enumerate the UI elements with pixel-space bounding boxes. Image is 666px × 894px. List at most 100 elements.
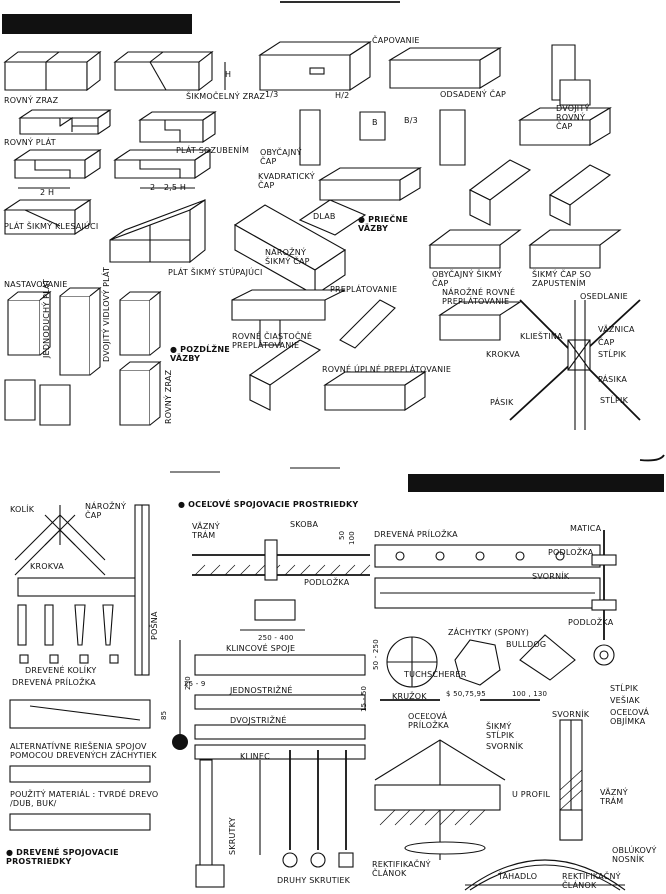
label-kliestina: KLIEŠTINA (520, 332, 563, 341)
label-matica: MATICA (570, 524, 602, 533)
label-pozdlzne-vazby: ● POZDĹŽNE VÄZBY (170, 345, 230, 363)
label-sikmy-cap-so-zapustenim: ŠIKMÝ ČAP SO ZAPUSTENÍM (532, 270, 592, 288)
label-sikmy-stlpik: ŠIKMÝ STĹPIK (486, 722, 515, 740)
label-tahadlo: ŤAHADLO (498, 872, 538, 881)
label-alternativne-riesenia: ALTERNATÍVNE RIEŠENIA SPOJOV POMOCOU DRE… (10, 742, 157, 760)
label-drevena-prilozka: DREVENÁ PRÍLOŽKA (12, 678, 96, 687)
label-zachytky-spony: ZÁCHYTKY (SPONY) (448, 628, 530, 637)
label-dvojstrizne: DVOJSTRIŽNÉ (230, 716, 287, 725)
label-jednostrizne: JEDNOSTRIŽNÉ (230, 686, 293, 695)
dim-50-250: 50 - 250 (372, 639, 380, 670)
label-osedlanie: OSEDLANIE (580, 292, 628, 301)
label-skoba: SKOBA (290, 520, 319, 529)
dim-100: 100 (348, 531, 356, 545)
label-kolik: KOLÍK (10, 505, 35, 514)
lap-2-2.5h (113, 148, 212, 189)
splicing-posts (4, 286, 162, 426)
label-plat-sikmy-stupajuci: PLÁT ŠIKMÝ STÚPAJÚCI (168, 268, 263, 277)
straight-lap-joint (18, 109, 112, 135)
dim-b: b (372, 118, 378, 127)
label-podlozka-right: PODLOŽKA (548, 548, 594, 557)
label-rovny-zraz: ROVNÝ ZRAZ (4, 96, 59, 105)
label-preplatovanie: PREPLÁTOVANIE (330, 285, 398, 294)
label-drevene-koliky: DREVENÉ KOLÍKY (25, 666, 97, 675)
label-skrutky: SKRUTKY (228, 817, 237, 855)
label-pouzity-material: POUŽITÝ MATERIÁL : TVRDÉ DREVO /DUB, BUK… (10, 790, 159, 808)
halving-joints (231, 289, 522, 412)
label-kvadraticky-cap: KVADRATICKÝ ČAP (258, 172, 315, 190)
sloped-lap-ascending (109, 198, 206, 264)
dim-1-3: 1/3 (265, 90, 279, 99)
label-rektifikacny-clanok: REKTIFIKAČNÝ ČLÁNOK (372, 860, 431, 878)
top-title-bar (2, 14, 192, 34)
label-podlozka-mid: PODLOŽKA (304, 578, 350, 587)
tenon-joints (258, 40, 612, 226)
label-dvojity-rovny-cap: DVOJITÝ ROVNÝ ČAP (556, 104, 590, 131)
steel-connectors-drawing (192, 539, 371, 888)
dim-2-2.5h: 2 - 2,5 h (150, 183, 187, 192)
label-podlozka-right-2: PODLOŽKA (568, 618, 614, 627)
dim-100-130: 100 , 130 (512, 690, 548, 698)
label-narozne-rovne-preplatovanie: NÁROŽNÉ ROVNÉ PREPLÁTOVANIE (442, 288, 516, 306)
label-cap: ČAP (598, 338, 615, 347)
label-nastavovanie: NASTAVOVANIE (4, 280, 68, 289)
dim-50: 50 (338, 530, 346, 540)
label-vazny-tram-right: VÄZNÝ TRÁM (600, 788, 628, 806)
label-tuchscherer: TUCHSCHERER (404, 670, 467, 679)
label-rovny-zraz-2: ROVNÝ ZRAZ (164, 369, 173, 424)
label-posna: POŠNA (150, 611, 159, 640)
saddle-joint (509, 299, 641, 430)
label-rovne-ciastocne-preplatovanie: ROVNÉ ČIASTOČNÉ PREPLÁTOVANIE (232, 332, 313, 350)
label-druhy-skrutiek: DRUHY SKRUTIEK (277, 876, 351, 885)
label-narozny-cap: NÁROŽNÝ ČAP (85, 502, 127, 520)
label-kruzok: KRUŽOK (392, 692, 427, 701)
label-stlpik-2: STĹPIK (600, 396, 629, 405)
label-klinec: KLINEC (240, 752, 270, 761)
label-sikmocelny-zraz: ŠIKMOČELNÝ ZRAZ (186, 92, 266, 101)
dim-50-75-95: $ 50,75,95 (446, 690, 486, 698)
label-obycajny-cap: OBYČAJNÝ ČAP (260, 148, 302, 166)
dim-85: 85 (160, 710, 168, 720)
label-stlpik-right: STĹPIK (610, 684, 639, 693)
label-vesiak: VEŠIAK (610, 696, 640, 705)
straight-butt-joint (3, 50, 102, 92)
label-ocelova-prilozka: OCEĽOVÁ PRÍLOŽKA (408, 712, 449, 730)
label-narozny-sikmy-cap: NÁROŽNÝ ŠIKMÝ ČAP (265, 248, 310, 266)
label-oblukovy-nosnik: OBLÚKOVÝ NOSNÍK (612, 846, 657, 864)
dim-b-3: b/3 (404, 116, 418, 125)
label-plat-sikmy-klesajuci: PLÁT ŠIKMÝ KLESAJÚCI (4, 222, 99, 231)
label-vaznica: VÄZNICA (598, 325, 635, 334)
dim-250-400: 250 - 400 (258, 634, 294, 642)
dim-25-9: 25 - 9 (184, 680, 206, 688)
label-rovny-plat: ROVNÝ PLÁT (4, 138, 56, 147)
bolts-drawing (374, 530, 626, 891)
label-capovanie: ČAPOVANIE (372, 36, 420, 45)
wooden-pins-drawing (9, 504, 188, 831)
oblique-tenon-right (428, 229, 622, 269)
label-dvojity-vidlovy-plat: DVOJITÝ VIDLOVÝ PLÁT (102, 266, 111, 362)
label-ocelove-spojovacie-prostriedky: ● OCEĽOVÉ SPOJOVACIE PROSTRIEDKY (178, 500, 359, 509)
diagonal-tenon (233, 199, 367, 297)
label-dlab: DLAB (313, 212, 336, 221)
label-drevene-spojovacie-prostriedky: ● DREVENÉ SPOJOVACIE PROSTRIEDKY (6, 848, 119, 866)
label-pasik: PÁSIK (490, 398, 514, 407)
label-pasika: PÁSIKA (598, 375, 628, 384)
dim-2h: 2 h (40, 188, 55, 197)
bottom-title-bar (408, 474, 664, 492)
label-jednoduchy-plat: JEDNODUCHÝ PLÁT (42, 278, 51, 358)
label-stlpik: STĹPIK (598, 350, 627, 359)
label-obycajny-sikmy-cap: OBYČAJNÝ ŠIKMÝ ČAP (432, 270, 502, 288)
oblique-butt-joint (113, 50, 226, 92)
label-bulldog: BULLDOG (506, 640, 547, 649)
dim-15-50: 15 - 50 (360, 685, 368, 712)
label-klincove-spoje: KLINCOVÉ SPOJE (226, 644, 296, 653)
label-u-profil: U PROFIL (512, 790, 551, 799)
dim-h: h (225, 70, 232, 79)
label-plat-sozubenim: PLÁT SOZUBENÍM (176, 146, 250, 155)
label-odsadeny-cap: ODSADENÝ ČAP (440, 90, 507, 99)
label-ocelova-objimka: OCEĽOVÁ OBJÍMKA (610, 708, 650, 726)
label-vazny-tram: VÄZNÝ TRÁM (192, 522, 220, 540)
toothed-lap-joint (138, 110, 217, 144)
